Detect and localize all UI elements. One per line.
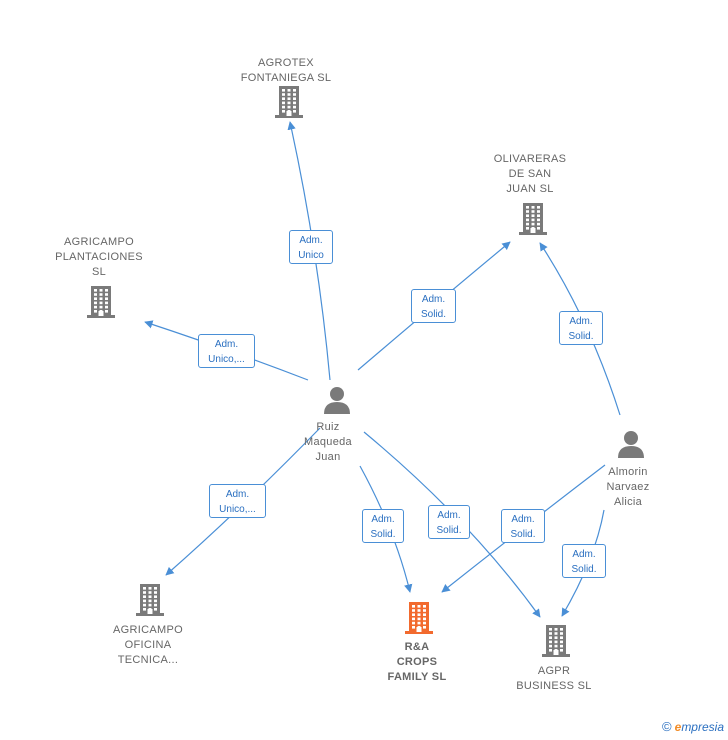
brand-initial: e (674, 720, 682, 734)
node-label-agricampo_ofic[interactable]: AGRICAMPO OFICINA TECNICA... (113, 624, 183, 666)
person-icon[interactable] (322, 385, 352, 420)
edge-label-ruiz-agrotex[interactable]: Adm. Unico (289, 230, 333, 264)
edge-label-ruiz-agpr[interactable]: Adm. Solid. (428, 505, 470, 539)
person-icon[interactable] (616, 429, 646, 464)
edge-label-ruiz-agricampo_plant[interactable]: Adm. Unico,... (198, 334, 255, 368)
node-label-agricampo_plant[interactable]: AGRICAMPO PLANTACIONES SL (55, 236, 143, 278)
edge-label-ruiz-ra_crops[interactable]: Adm. Solid. (362, 509, 404, 543)
node-label-olivareras[interactable]: OLIVARERAS DE SAN JUAN SL (493, 153, 567, 195)
brand-name: mpresia (681, 720, 724, 734)
building-icon[interactable] (517, 202, 549, 241)
copyright-icon: © (662, 719, 672, 734)
node-label-almorin[interactable]: Almorin Narvaez Alicia (606, 466, 650, 508)
edge-label-almorin-ra_crops[interactable]: Adm. Solid. (501, 509, 545, 543)
edge-label-almorin-olivareras[interactable]: Adm. Solid. (559, 311, 603, 345)
node-label-ruiz[interactable]: Ruiz Maqueda Juan (304, 421, 352, 463)
building-icon[interactable] (403, 601, 435, 640)
node-label-agpr[interactable]: AGPR BUSINESS SL (516, 665, 592, 692)
building-icon[interactable] (85, 285, 117, 324)
building-icon[interactable] (540, 624, 572, 663)
footer-brand[interactable]: ©empresia (662, 719, 724, 734)
edge-label-almorin-agpr[interactable]: Adm. Solid. (562, 544, 606, 578)
edge-label-ruiz-olivareras[interactable]: Adm. Solid. (411, 289, 456, 323)
building-icon[interactable] (273, 85, 305, 124)
edge-label-ruiz-agricampo_ofic[interactable]: Adm. Unico,... (209, 484, 266, 518)
node-label-ra_crops[interactable]: R&A CROPS FAMILY SL (387, 641, 447, 683)
building-icon[interactable] (134, 583, 166, 622)
node-label-agrotex[interactable]: AGROTEX FONTANIEGA SL (240, 57, 332, 84)
